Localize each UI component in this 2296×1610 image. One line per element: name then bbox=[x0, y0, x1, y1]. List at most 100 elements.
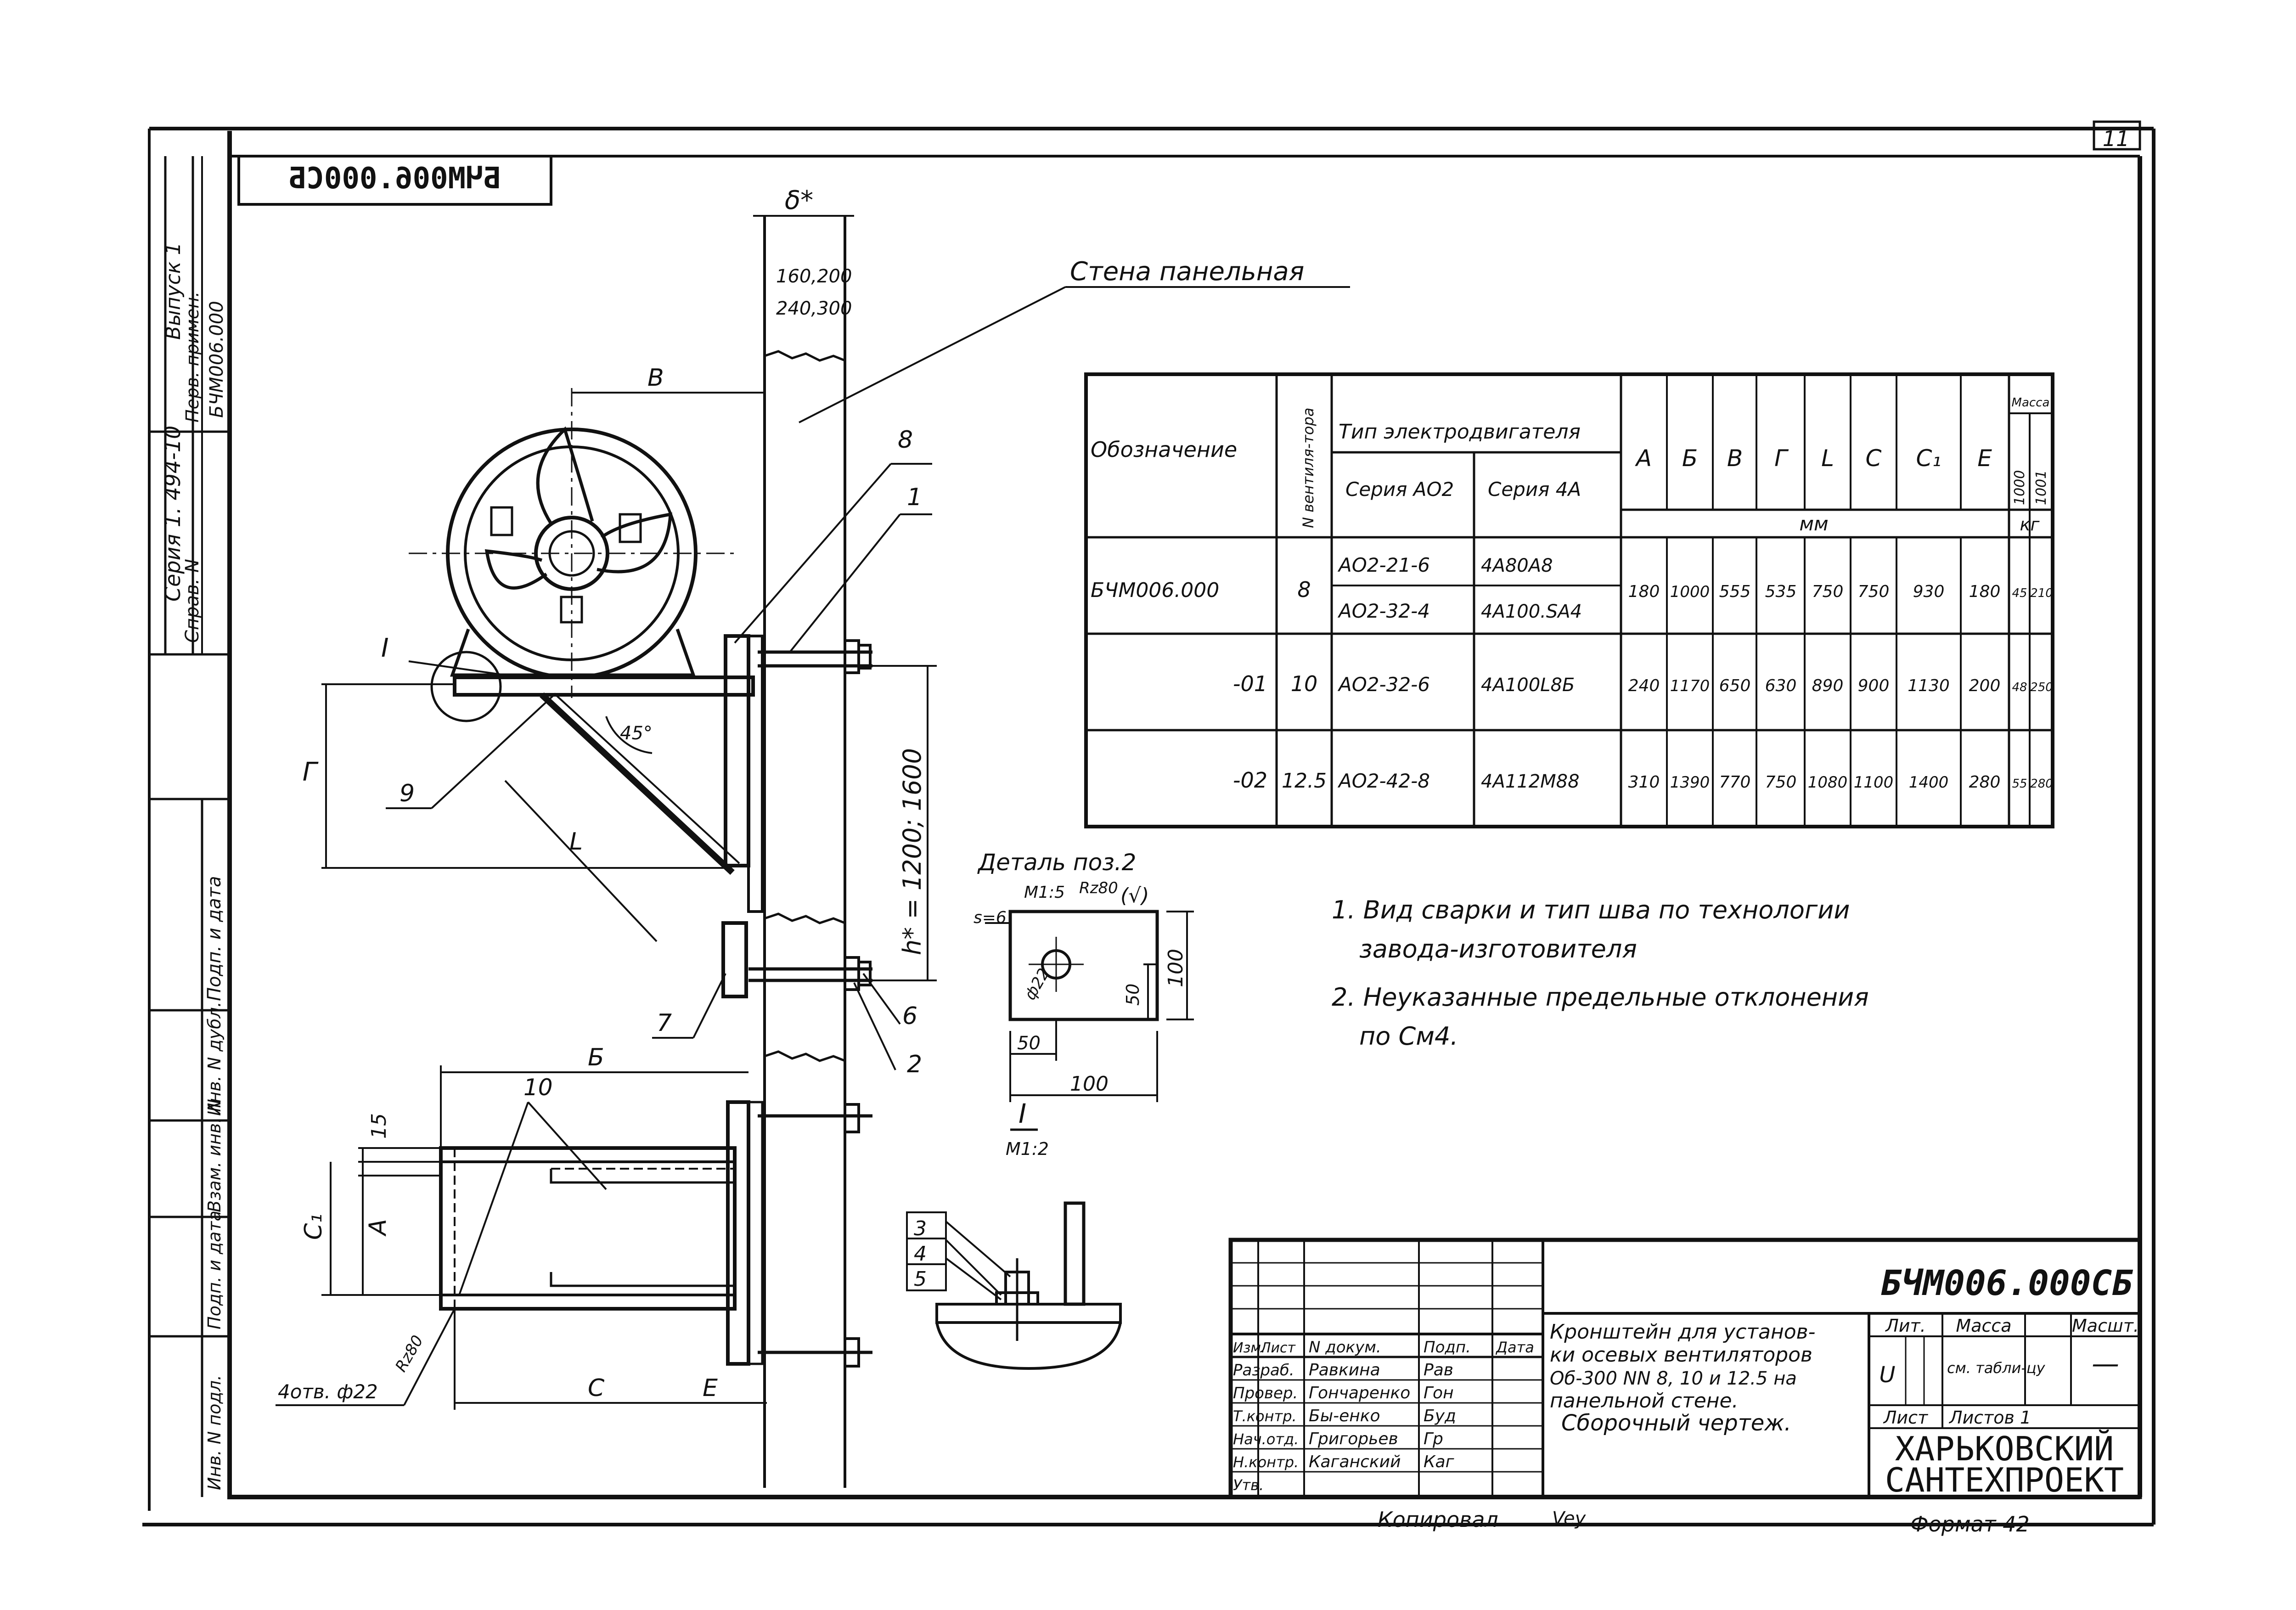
tb-doc-type: Сборочный чертеж. bbox=[1561, 1410, 1791, 1436]
tb-sign-1: Рав bbox=[1424, 1361, 1453, 1379]
tb-title-2: ки осевых вентиляторов bbox=[1550, 1343, 1812, 1367]
row3-b: 1390 bbox=[1670, 773, 1710, 792]
th-designation: Обозначение bbox=[1091, 437, 1237, 462]
tb-col-sign: Подп. bbox=[1424, 1338, 1471, 1357]
tb-doc-code: БЧМ006.000СБ bbox=[1881, 1262, 2133, 1303]
detail-roughness-sym: (√) bbox=[1120, 884, 1149, 907]
th-unit-kg: кг bbox=[2020, 514, 2040, 535]
row3-m1: 55 bbox=[2012, 777, 2027, 791]
th-col-c: С bbox=[1866, 445, 1882, 472]
tb-title-3: Об-300 NN 8, 10 и 12.5 на bbox=[1550, 1368, 1797, 1389]
detail-dim-100-h: 100 bbox=[1070, 1072, 1109, 1096]
row1-m1: 45 bbox=[2012, 586, 2027, 600]
detail-dim-50-v: 50 bbox=[1123, 984, 1143, 1006]
th-mass-header: Масса bbox=[2012, 396, 2050, 410]
tb-org-1: ХАРЬКОВСКИЙ bbox=[1895, 1430, 2114, 1468]
detail-dim-hole: ф22 bbox=[1021, 965, 1053, 1003]
tb-col-izm: Изм. bbox=[1233, 1340, 1266, 1356]
row3-designation: -02 bbox=[1233, 768, 1267, 793]
wall-thickness-label: δ* bbox=[785, 186, 813, 215]
spec-table-grid bbox=[1084, 372, 2054, 828]
row3-g: 750 bbox=[1765, 773, 1797, 792]
th-col-e: Е bbox=[1977, 445, 1992, 472]
strip-primary-doc: БЧМ006.000 bbox=[206, 301, 227, 418]
detail-scale: М1:5 bbox=[1024, 883, 1065, 902]
row3-fan-no: 12.5 bbox=[1282, 769, 1327, 793]
th-motor-type: Тип электродвигателя bbox=[1339, 420, 1581, 444]
th-col-a: А bbox=[1635, 445, 1652, 472]
view-i-pos-4: 4 bbox=[914, 1242, 927, 1266]
note-1-line-2: завода-изготовителя bbox=[1359, 934, 1637, 963]
row1-fa-1: 4А80А8 bbox=[1481, 555, 1553, 576]
panel-wall bbox=[753, 215, 854, 1488]
view-i-scale: М1:2 bbox=[1006, 1139, 1049, 1159]
row3-v: 770 bbox=[1719, 773, 1751, 792]
row2-a: 240 bbox=[1628, 676, 1660, 695]
tb-role-1: Разраб. bbox=[1233, 1361, 1294, 1379]
strip-inv-podl: Инв. N подл. bbox=[204, 1375, 225, 1490]
strip-vzam-inv: Взам. инв. N bbox=[204, 1099, 225, 1212]
row2-fan-no: 10 bbox=[1291, 671, 1318, 696]
tb-name-4: Григорьев bbox=[1309, 1430, 1398, 1448]
th-mass-1: 1000 bbox=[2012, 470, 2028, 505]
strip-sign-date: Подп. и дата bbox=[204, 876, 225, 1001]
view-i-mark: I bbox=[381, 633, 389, 663]
dim-a: А bbox=[364, 1219, 392, 1237]
row1-fan-no: 8 bbox=[1297, 577, 1311, 602]
row1-designation: БЧМ006.000 bbox=[1091, 579, 1219, 602]
footer-copied-sign: Vey bbox=[1552, 1508, 1587, 1529]
view-i-title: I bbox=[1019, 1098, 1026, 1129]
strip-sign-date-2: Подп. и дата bbox=[204, 1210, 225, 1329]
strip-inv-dubl: Инв. N дубл. bbox=[204, 1002, 225, 1116]
row1-ad-1: АО2-21-6 bbox=[1337, 554, 1430, 576]
tb-col-list: Лист bbox=[1260, 1340, 1296, 1356]
row1-m2: 210 bbox=[2030, 586, 2053, 600]
tb-lit: Лит. bbox=[1885, 1316, 1926, 1336]
detail-pos2 bbox=[985, 910, 1194, 1102]
tb-role-3: Т.контр. bbox=[1233, 1407, 1297, 1425]
strip-reference: Справ. N bbox=[182, 559, 203, 643]
row2-c: 900 bbox=[1858, 676, 1890, 695]
row2-m2: 250 bbox=[2030, 681, 2053, 694]
tb-name-3: Бы-енко bbox=[1309, 1407, 1380, 1425]
note-2-line-2: по См4. bbox=[1359, 1022, 1458, 1051]
footer-copied: Копировал bbox=[1378, 1507, 1498, 1532]
tb-title-4: панельной стене. bbox=[1550, 1389, 1739, 1413]
row3-a: 310 bbox=[1628, 773, 1660, 792]
row3-l: 1080 bbox=[1808, 773, 1848, 792]
dim-l: L bbox=[569, 828, 583, 856]
left-strip bbox=[149, 156, 230, 1497]
view-i-pos-5: 5 bbox=[914, 1267, 927, 1291]
pos-2: 2 bbox=[907, 1051, 922, 1078]
tb-col-date: Дата bbox=[1495, 1339, 1534, 1356]
sheet-frame bbox=[142, 120, 2155, 1526]
row2-designation: -01 bbox=[1233, 671, 1267, 696]
holes-label: 4отв. ф22 bbox=[278, 1380, 378, 1403]
strip-series: Серия 1. 494-10 bbox=[160, 426, 185, 602]
row1-a: 180 bbox=[1628, 582, 1660, 601]
row1-c1: 930 bbox=[1913, 582, 1945, 601]
row3-fa-1: 4А112М88 bbox=[1481, 771, 1580, 792]
th-fan-no: N вентиля-тора bbox=[1300, 408, 1317, 528]
side-view-dimensions bbox=[321, 392, 937, 981]
row2-e: 200 bbox=[1969, 676, 2001, 695]
tb-role-6: Утв. bbox=[1233, 1476, 1264, 1494]
wall-thickness-1: 160,200 bbox=[776, 266, 852, 287]
tb-mass: Масса bbox=[1956, 1316, 2011, 1336]
doc-code-box bbox=[237, 155, 552, 206]
row1-v: 555 bbox=[1719, 582, 1751, 601]
row1-g: 535 bbox=[1765, 582, 1797, 601]
tb-scale: Масшт. bbox=[2072, 1316, 2139, 1336]
tb-sign-5: Каг bbox=[1424, 1452, 1455, 1471]
th-col-v: В bbox=[1727, 445, 1743, 472]
pos-7: 7 bbox=[657, 1009, 672, 1037]
detail-dim-s6: s=6 bbox=[974, 908, 1007, 927]
row1-ad-2: АО2-32-4 bbox=[1337, 600, 1430, 622]
th-col-b: Б bbox=[1682, 445, 1698, 472]
title-block-grid bbox=[1228, 1238, 2142, 1499]
dim-15: 15 bbox=[367, 1113, 391, 1139]
tb-lit-val: U bbox=[1879, 1362, 1895, 1388]
tb-name-5: Каганский bbox=[1309, 1452, 1401, 1471]
tb-sheets: Листов 1 bbox=[1948, 1407, 2031, 1428]
doc-code-rotated: БЧМ006.000СБ bbox=[289, 162, 501, 196]
